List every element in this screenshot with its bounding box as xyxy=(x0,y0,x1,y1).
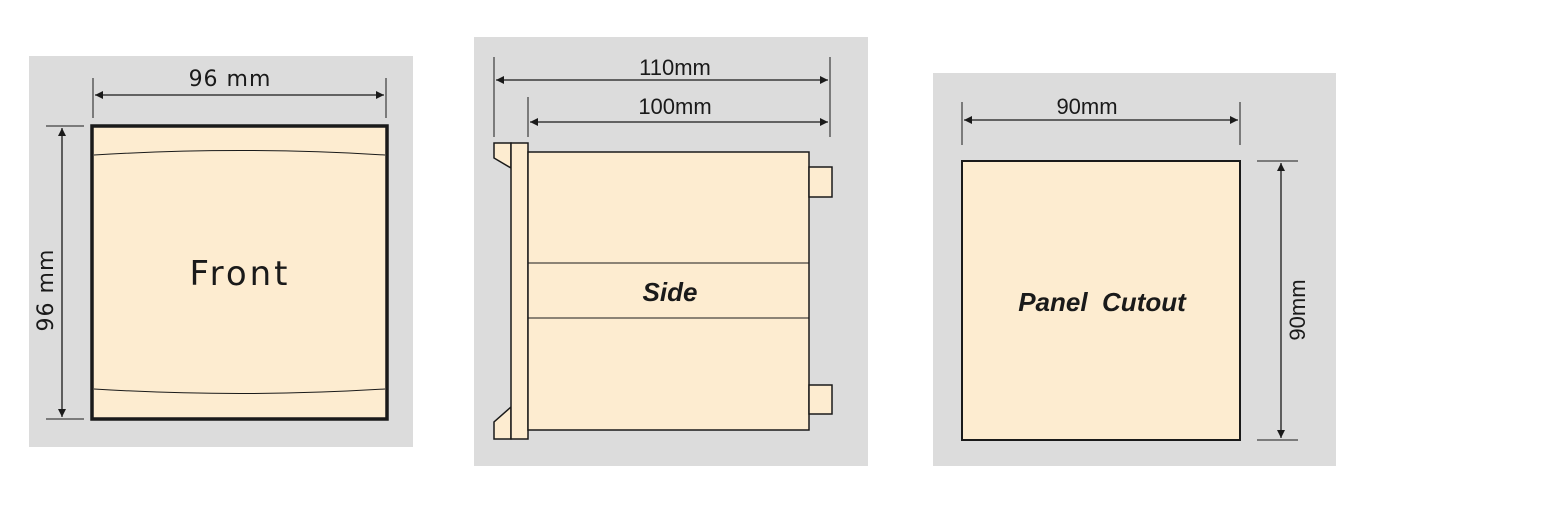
cutout-width-label: 90mm xyxy=(1056,94,1117,119)
front-view: 96 mm 96 mm Front xyxy=(29,56,413,447)
cutout-view: 90mm 90mm Panel Cutout xyxy=(933,73,1336,466)
cutout-height-label: 90mm xyxy=(1285,279,1310,340)
side-total-depth-label: 110mm xyxy=(639,55,711,80)
side-housing xyxy=(527,151,810,431)
side-top-terminal xyxy=(808,166,833,198)
cutout-title: Panel Cutout xyxy=(1018,287,1187,317)
side-bottom-terminal xyxy=(808,384,833,415)
front-width-label: 96 mm xyxy=(189,67,272,92)
front-title: Front xyxy=(190,254,291,294)
front-top-curve xyxy=(93,150,386,156)
front-height-label: 96 mm xyxy=(34,249,59,332)
front-bottom-curve xyxy=(93,388,386,394)
side-bezel-strip xyxy=(510,142,529,440)
side-view: 110mm 100mm Side xyxy=(474,37,868,466)
cutout-rectangle xyxy=(961,160,1241,441)
front-bezel xyxy=(90,124,389,421)
side-title: Side xyxy=(643,277,698,307)
side-body-depth-label: 100mm xyxy=(638,94,711,119)
